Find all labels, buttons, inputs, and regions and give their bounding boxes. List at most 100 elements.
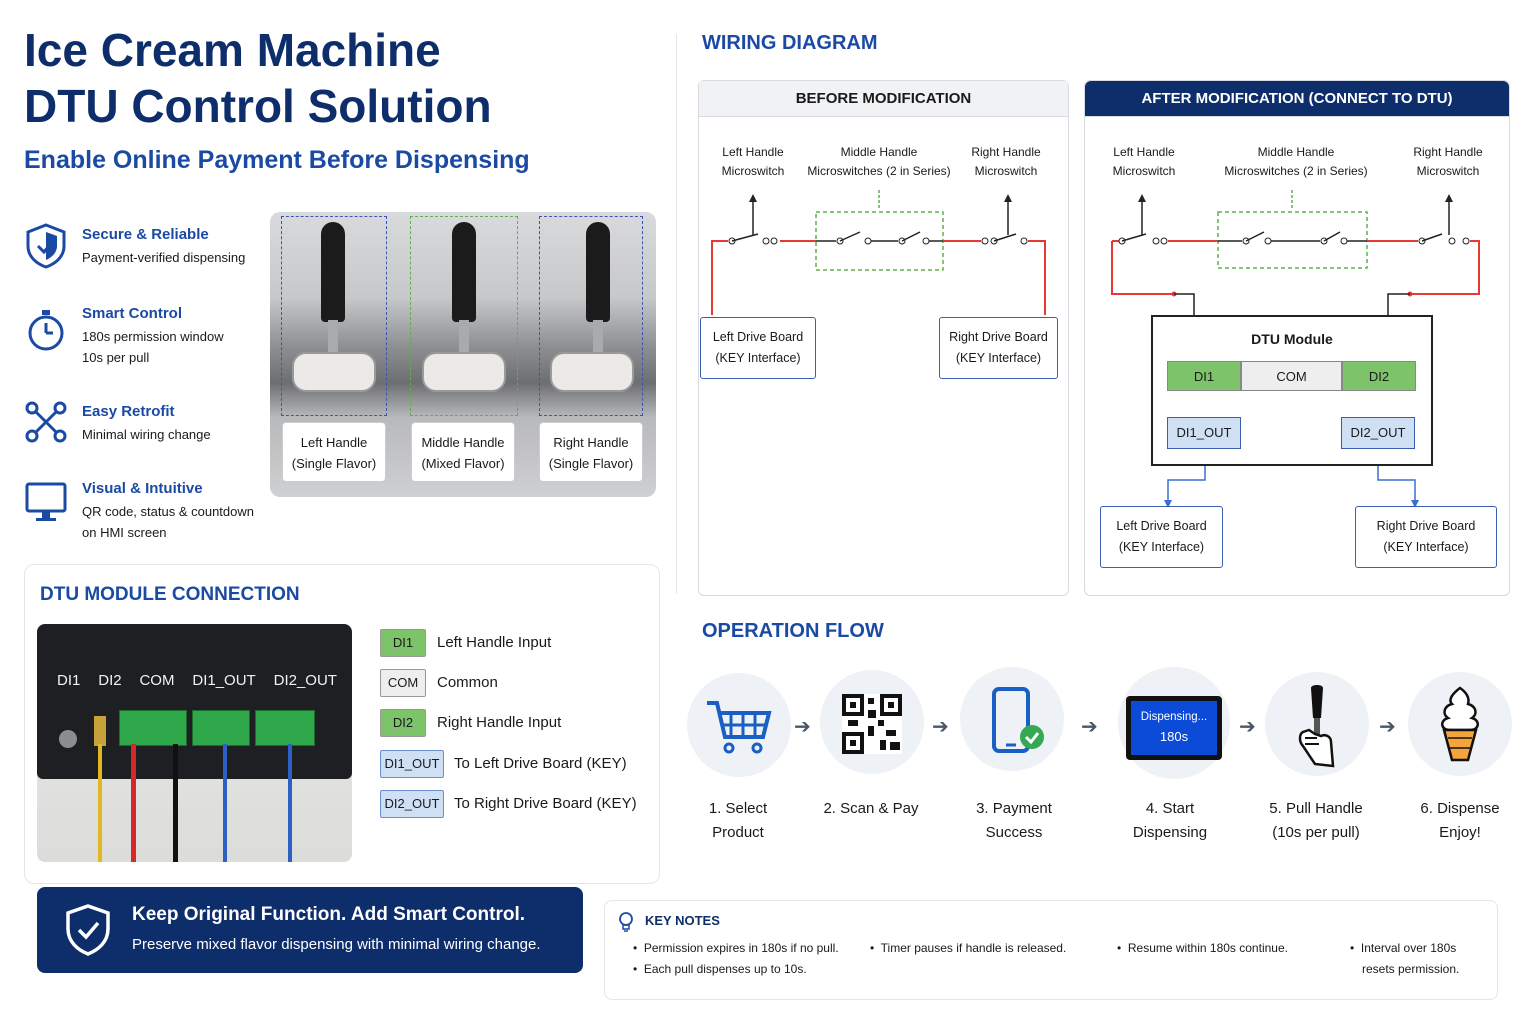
after-wiring-svg [1111, 190, 1480, 508]
hand-lever-icon [1298, 685, 1335, 768]
right-valve [550, 352, 634, 392]
title-line-1: Ice Cream Machine [24, 24, 441, 76]
right-lever [586, 222, 610, 322]
legend-text-di1-out: To Left Drive Board (KEY) [454, 755, 627, 772]
note-item: • Permission expires in 180s if no pull. [633, 941, 839, 955]
left-handle-label: Left Handle(Single Flavor) [282, 422, 386, 482]
right-handle-label: Right Handle(Single Flavor) [539, 422, 643, 482]
step-5-label: 5. Pull Handle(10s per pull) [1269, 800, 1363, 841]
legend-text-com: Common [437, 674, 498, 691]
banner-title: Keep Original Function. Add Smart Contro… [132, 904, 526, 925]
di2-out-terminal: DI2_OUT [1341, 417, 1415, 449]
legend-text-di1: Left Handle Input [437, 634, 552, 651]
page-title: Ice Cream Machine DTU Control Solution [24, 22, 492, 134]
green-terminal-block-2 [192, 710, 250, 746]
step-1-circle [687, 673, 791, 777]
note-item: • Timer pauses if handle is released. [870, 941, 1067, 955]
mounting-hole [59, 730, 77, 748]
dtu-terminal-row: DI1 COM DI2 [1167, 361, 1416, 391]
legend-tag-di2-out: DI2_OUT [380, 790, 444, 818]
dtu-terminal-labels: DI1 DI2 COM DI1_OUT DI2_OUT [57, 672, 337, 689]
before-left-drive-board: Left Drive Board(KEY Interface) [700, 317, 816, 379]
arrow-icon: ➔ [932, 716, 949, 738]
shield-check-icon [66, 904, 110, 956]
middle-handle-label: Middle Handle(Mixed Flavor) [411, 422, 515, 482]
green-terminal-block-3 [255, 710, 315, 746]
monitor-icon [24, 480, 68, 524]
column-divider [676, 34, 677, 594]
left-lever [321, 222, 345, 322]
dtu-housing [37, 624, 352, 779]
red-wire [131, 744, 136, 862]
feature-title: Secure & Reliable [82, 226, 209, 243]
di2-terminal: DI2 [1342, 361, 1416, 391]
legend-tag-di1-out: DI1_OUT [380, 750, 444, 778]
step-6-circle [1408, 672, 1512, 776]
after-right-drive-board: Right Drive Board(KEY Interface) [1355, 506, 1497, 568]
step-2-label: 2. Scan & Pay [823, 800, 919, 817]
before-right-drive-board: Right Drive Board(KEY Interface) [939, 317, 1058, 379]
key-notes-heading: KEY NOTES [645, 913, 720, 928]
note-item: • Interval over 180s [1350, 941, 1457, 955]
left-valve [292, 352, 376, 392]
note-item: resets permission. [1362, 962, 1460, 976]
middle-valve [422, 352, 506, 392]
note-item: • Each pull dispenses up to 10s. [633, 962, 807, 976]
before-wiring-svg [711, 190, 1046, 315]
blue-wire-1 [223, 744, 227, 862]
dtu-module-photo: DI1 DI2 COM DI1_OUT DI2_OUT [37, 624, 352, 862]
wiring-heading: WIRING DIAGRAM [702, 32, 878, 54]
middle-lever [452, 222, 476, 322]
feature-title: Smart Control [82, 305, 183, 322]
legend-tag-di2: DI2 [380, 709, 426, 737]
cart-icon [707, 701, 772, 754]
step-2-circle [820, 670, 924, 774]
right-handle-outline [539, 216, 643, 416]
black-wire [173, 744, 178, 862]
phone-check-icon [992, 687, 1044, 753]
after-header: AFTER MODIFICATION (CONNECT TO DTU) [1085, 81, 1509, 117]
lightbulb-icon [619, 912, 633, 932]
legend-text-di2-out: To Right Drive Board (KEY) [454, 795, 637, 812]
step-3-circle [960, 667, 1064, 771]
left-stem [328, 320, 338, 360]
blue-wire-2 [288, 744, 292, 862]
flow-heading: OPERATION FLOW [702, 620, 884, 642]
bottom-banner: Keep Original Function. Add Smart Contro… [37, 887, 583, 973]
middle-handle-outline [410, 216, 518, 416]
left-handle-outline [281, 216, 387, 416]
note-item: • Resume within 180s continue. [1117, 941, 1288, 955]
arrow-icon: ➔ [1379, 716, 1396, 738]
before-header: BEFORE MODIFICATION [699, 81, 1068, 117]
connection-panel [24, 564, 660, 884]
legend-tag-di1: DI1 [380, 629, 426, 657]
legend-tag-com: COM [380, 669, 426, 697]
qr-code-icon [842, 694, 902, 754]
legend-text-di2: Right Handle Input [437, 714, 562, 731]
title-line-2: DTU Control Solution [24, 80, 492, 132]
page-subtitle: Enable Online Payment Before Dispensing [24, 146, 530, 174]
screen-display: Dispensing... 180s [1131, 701, 1217, 755]
green-terminal-block-1 [119, 710, 187, 746]
dtu-title: DTU Module [1251, 331, 1333, 347]
di1-terminal: DI1 [1167, 361, 1241, 391]
di1-out-terminal: DI1_OUT [1167, 417, 1241, 449]
banner-desc: Preserve mixed flavor dispensing with mi… [132, 936, 541, 953]
com-terminal: COM [1241, 361, 1342, 391]
machine-handles-photo: Left Handle(Single Flavor) Middle Handle… [270, 212, 656, 497]
ice-cream-icon [1441, 686, 1479, 762]
feature-desc: Minimal wiring change [82, 427, 211, 442]
feature-title: Easy Retrofit [82, 403, 175, 420]
arrow-icon: ➔ [1081, 716, 1098, 738]
